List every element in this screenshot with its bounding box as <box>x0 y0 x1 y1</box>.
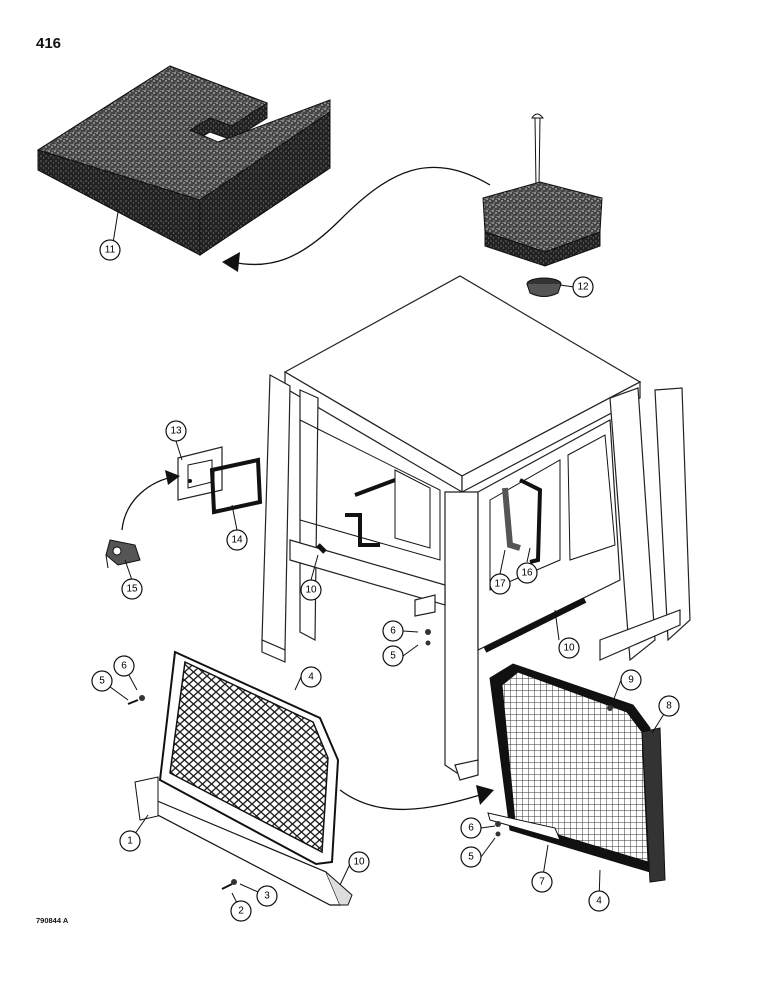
callout-10a: 10 <box>300 579 322 601</box>
callout-17-label: 17 <box>494 579 506 590</box>
arrowhead-cushion <box>222 252 240 272</box>
callout-10c-label: 10 <box>353 857 365 868</box>
callout-6b-label: 6 <box>390 626 396 637</box>
callout-10a-label: 10 <box>305 585 317 596</box>
callout-4b-label: 4 <box>596 896 602 907</box>
callout-6a-label: 6 <box>121 661 127 672</box>
screen-guard-left <box>127 650 353 906</box>
callout-13: 13 <box>165 420 187 442</box>
callouts: 1 2 3 4 4 5 5 5 6 6 6 7 8 9 10 10 10 11 … <box>91 239 680 922</box>
callout-14: 14 <box>226 529 248 551</box>
callout-4a-label: 4 <box>308 672 314 683</box>
callout-10b-label: 10 <box>563 643 575 654</box>
callout-6c: 6 <box>460 817 482 839</box>
callout-1-label: 1 <box>127 836 133 847</box>
door-latch-detail <box>105 446 263 569</box>
callout-10b: 10 <box>558 637 580 659</box>
callout-11: 11 <box>99 239 121 261</box>
callout-2: 2 <box>230 900 252 922</box>
callout-9-label: 9 <box>628 675 634 686</box>
seat-cushion <box>36 65 331 256</box>
callout-9: 9 <box>620 669 642 691</box>
callout-11-label: 11 <box>105 245 116 256</box>
callout-8: 8 <box>658 695 680 717</box>
callout-5a-label: 5 <box>99 676 105 687</box>
cab-frame <box>261 275 691 781</box>
callout-13-label: 13 <box>170 426 182 437</box>
callout-6a: 6 <box>113 655 135 677</box>
callout-5a: 5 <box>91 670 113 692</box>
callout-3: 3 <box>256 885 278 907</box>
callout-3-label: 3 <box>264 891 270 902</box>
callout-15: 15 <box>121 578 143 600</box>
page-number: 416 <box>36 35 62 52</box>
callout-6b: 6 <box>382 620 404 642</box>
callout-5c: 5 <box>460 846 482 868</box>
callout-16-label: 16 <box>521 568 533 579</box>
callout-5b-label: 5 <box>390 651 396 662</box>
pointer-arrow-latch <box>121 475 179 531</box>
callout-16: 16 <box>516 562 538 584</box>
callout-14-label: 14 <box>231 535 243 546</box>
callout-8-label: 8 <box>666 701 672 712</box>
callout-7-label: 7 <box>539 877 545 888</box>
callout-17: 17 <box>489 573 511 595</box>
callout-12: 12 <box>572 276 594 298</box>
callout-15-label: 15 <box>126 584 138 595</box>
callout-7: 7 <box>531 871 553 893</box>
pointer-arrow-screen <box>339 789 481 811</box>
figure-code: 790844 A <box>36 916 69 925</box>
callout-12-label: 12 <box>577 282 589 293</box>
callout-10c: 10 <box>348 851 370 873</box>
callout-5b: 5 <box>382 645 404 667</box>
callout-1: 1 <box>119 830 141 852</box>
pointer-arrow-cushion <box>231 166 491 266</box>
callout-6c-label: 6 <box>468 823 474 834</box>
callout-4a: 4 <box>300 666 322 688</box>
screen-guard-right <box>425 629 666 883</box>
callout-4b: 4 <box>588 890 610 912</box>
callout-2-label: 2 <box>238 906 244 917</box>
callout-5c-label: 5 <box>468 852 474 863</box>
cushion-fastener-detail <box>482 113 603 297</box>
